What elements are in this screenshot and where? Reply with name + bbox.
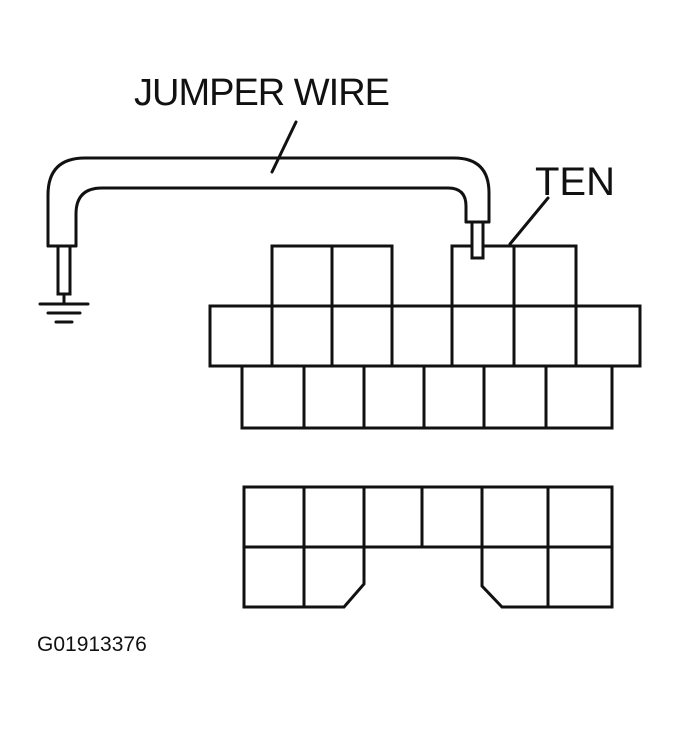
connector-cell [512,244,578,308]
figure-code: G01913376 [37,633,147,656]
ten-leader [508,196,550,246]
connector-cell [422,364,486,430]
connector-cell [242,545,306,609]
ground-symbol [38,292,90,324]
jumper-wire-inner [74,186,468,248]
connector-cell [208,304,274,368]
connector-cell [330,244,394,308]
connector-cell [420,485,484,549]
jumper-wire-leader [270,120,298,174]
connector-cell-chamfered [480,545,550,609]
connector-cell [242,485,306,549]
connector-cell [302,485,366,549]
connector-cell [544,364,614,430]
ten-terminal-label: TEN [535,160,615,204]
jumper-wire-outer [46,156,491,248]
connector-cell [546,485,614,549]
connector-cell [302,364,366,430]
lower-connector [242,485,614,609]
connector-cell [270,244,334,308]
upper-connector [208,244,642,430]
leader-lines [270,120,550,246]
connector-cell [480,485,550,549]
connector-cell-chamfered [302,545,366,609]
connector-cell [546,545,614,609]
connector-cell [362,364,426,430]
jumper-wire-label: JUMPER WIRE [134,72,390,114]
connector-cell [390,304,454,368]
ten-pin [470,220,485,260]
connector-cell [362,485,424,549]
connector-cell [574,304,642,368]
ground-pin [56,244,72,296]
connector-cell [450,304,516,368]
connector-cell [330,304,394,368]
connector-cell [512,304,578,368]
connector-cell [240,364,306,430]
connector-cell [270,304,334,368]
connector-cell [482,364,548,430]
jumper-wire [46,156,491,296]
